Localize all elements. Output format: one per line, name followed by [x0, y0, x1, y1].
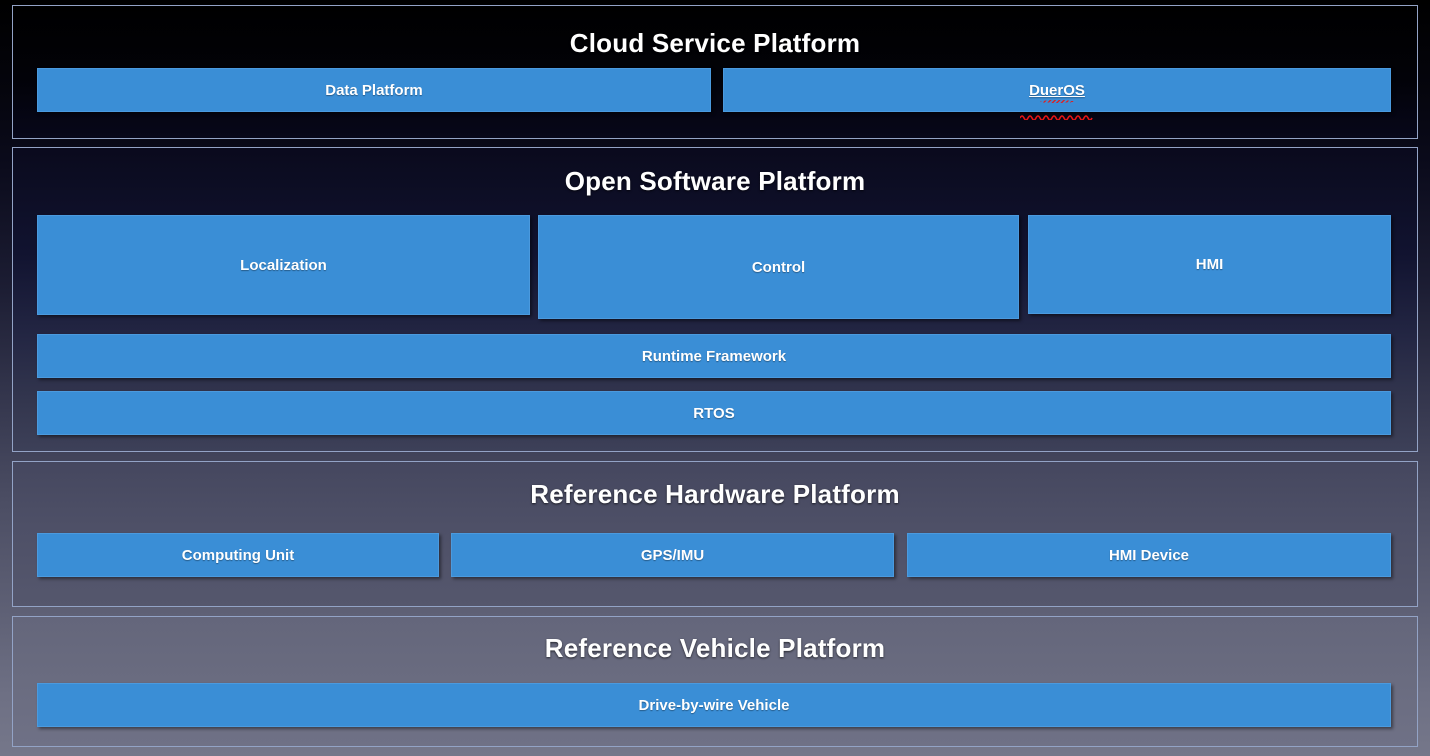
box-label-data-platform: Data Platform: [325, 81, 423, 99]
layer-title-open-software-platform: Open Software Platform: [564, 166, 866, 196]
box-runtime-framework[interactable]: Runtime Framework: [37, 334, 1391, 378]
layer-title-reference-hardware-platform: Reference Hardware Platform: [530, 479, 900, 509]
box-label-gps-imu: GPS/IMU: [640, 546, 705, 564]
box-label-drive-by-wire-vehicle: Drive-by-wire Vehicle: [638, 696, 790, 714]
box-localization[interactable]: Localization: [37, 215, 530, 315]
box-label-hmi-device: HMI Device: [1108, 546, 1190, 564]
layer-open-software-platform: Open Software Platform Localization Cont…: [12, 147, 1418, 452]
box-data-platform[interactable]: Data Platform: [37, 68, 711, 112]
layer-title-cloud-service-platform: Cloud Service Platform: [569, 28, 861, 58]
box-label-localization: Localization: [240, 256, 327, 274]
layer-reference-vehicle-platform: Reference Vehicle Platform Drive-by-wire…: [12, 616, 1418, 747]
box-label-dueros: DuerOS: [1029, 81, 1085, 99]
box-label-control: Control: [751, 258, 806, 276]
box-gps-imu[interactable]: GPS/IMU: [451, 533, 894, 577]
layer-title-reference-vehicle-platform: Reference Vehicle Platform: [544, 633, 886, 663]
box-dueros[interactable]: DuerOS: [723, 68, 1391, 120]
box-label-rtos: RTOS: [693, 404, 735, 422]
box-rtos[interactable]: RTOS: [37, 391, 1391, 435]
box-control[interactable]: Control: [538, 215, 1019, 319]
layer-reference-hardware-platform: Reference Hardware Platform Computing Un…: [12, 461, 1418, 607]
box-label-computing-unit: Computing Unit: [181, 546, 295, 564]
box-label-hmi: HMI: [1195, 256, 1224, 273]
box-hmi[interactable]: HMI: [1028, 215, 1391, 314]
box-drive-by-wire-vehicle[interactable]: Drive-by-wire Vehicle: [37, 683, 1391, 727]
layer-cloud-service-platform: Cloud Service Platform Data Platform Due…: [12, 5, 1418, 139]
box-computing-unit[interactable]: Computing Unit: [37, 533, 439, 577]
box-hmi-device[interactable]: HMI Device: [907, 533, 1391, 577]
spellcheck-squiggle-icon: [1020, 115, 1093, 120]
box-label-runtime-framework: Runtime Framework: [641, 347, 787, 365]
